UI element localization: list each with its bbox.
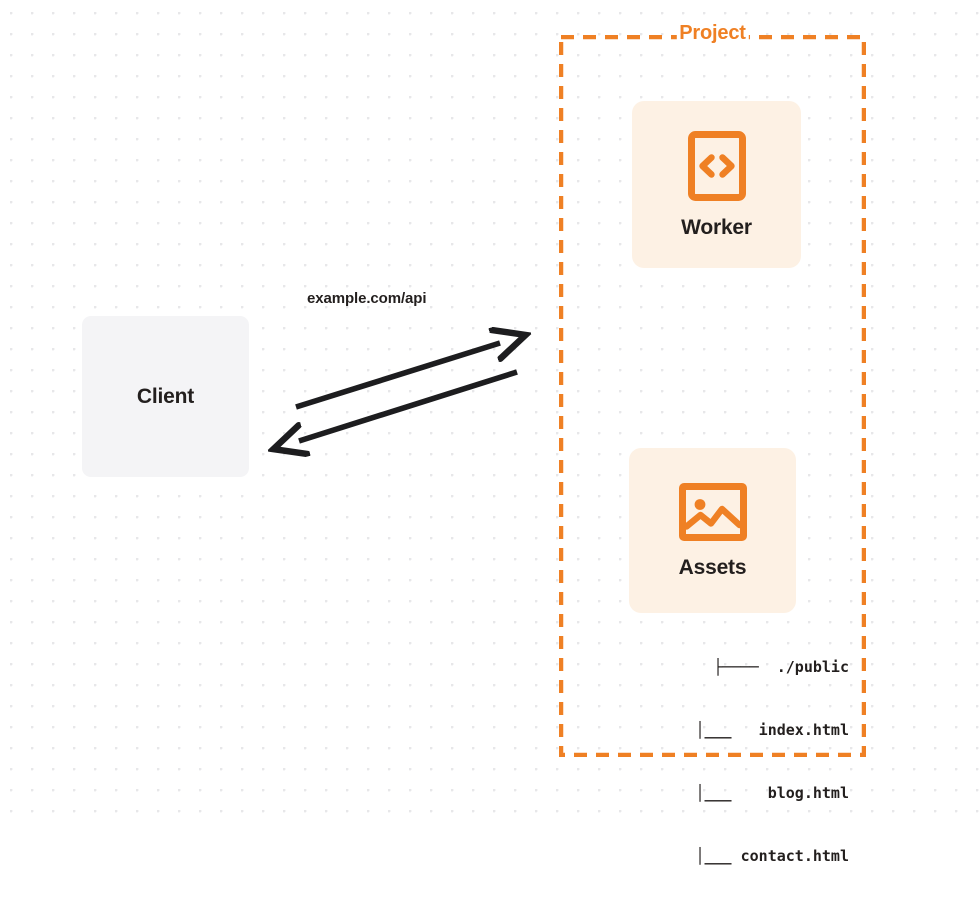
client-label: Client — [136, 384, 195, 408]
request-arrow — [295, 343, 500, 410]
project-dashed-border — [559, 35, 866, 757]
assets-label: Assets — [678, 555, 747, 579]
worker-label: Worker — [681, 215, 752, 239]
client-node[interactable]: Client — [82, 316, 249, 477]
assets-card[interactable]: Assets — [629, 448, 796, 613]
connection-label: example.com/api — [307, 290, 427, 307]
code-document-icon — [687, 130, 747, 202]
response-arrow — [299, 369, 518, 441]
assets-file-tree: ├──── ./public │___ index.html │___ blog… — [604, 615, 849, 909]
image-icon — [678, 482, 748, 542]
worker-card[interactable]: Worker — [632, 101, 801, 268]
project-container: Project Worker Assets — [559, 22, 866, 865]
diagram-canvas: Client example.com/api Project — [0, 0, 980, 865]
project-title: Project — [676, 22, 749, 45]
file-tree-row: ├──── ./public — [713, 658, 849, 676]
file-tree-row: │___ index.html — [695, 721, 849, 739]
file-tree-row: │___ contact.html — [695, 847, 849, 865]
file-tree-row: │___ blog.html — [695, 784, 849, 802]
